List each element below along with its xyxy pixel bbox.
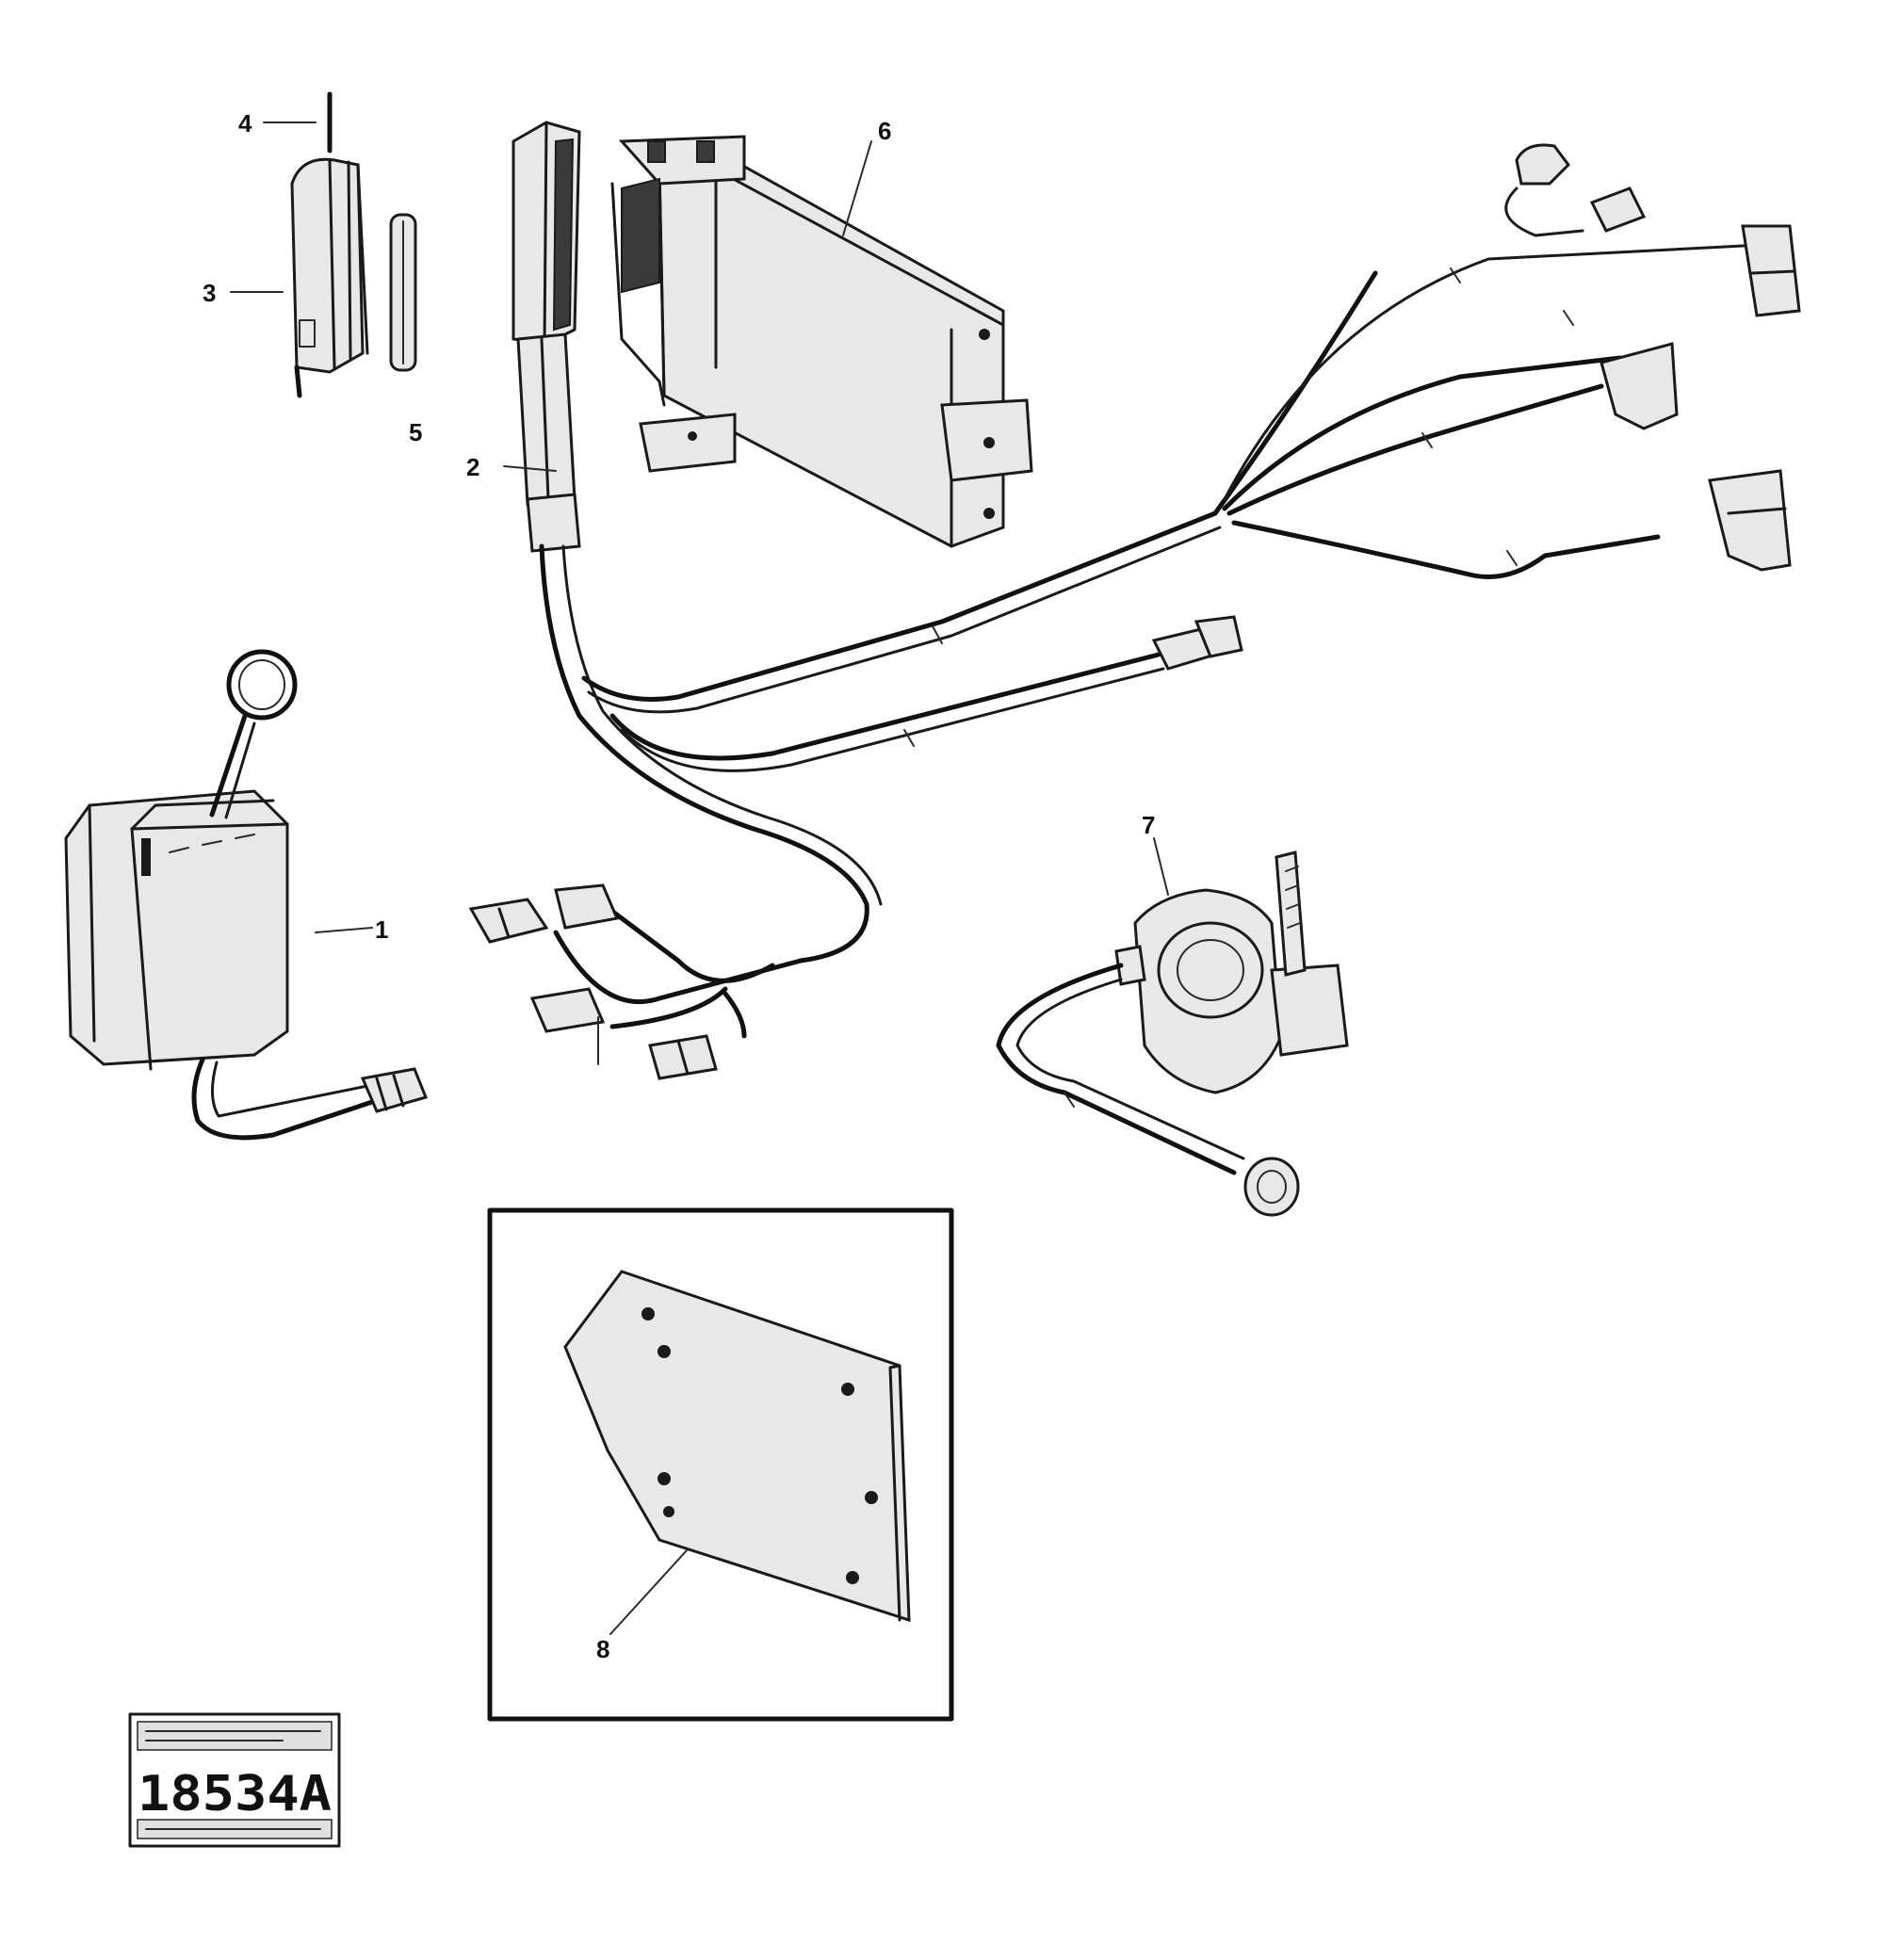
callout-7: 7 bbox=[1142, 811, 1155, 839]
callout-6: 6 bbox=[878, 117, 891, 145]
callout-4: 4 bbox=[238, 109, 252, 138]
connector-housing-part-3 bbox=[290, 91, 369, 398]
stamp-number: 18534A bbox=[138, 1766, 332, 1822]
reference-stamp: 18534A bbox=[128, 1712, 341, 1848]
inset-frame bbox=[487, 1207, 954, 1722]
control-unit-part-1 bbox=[64, 649, 429, 1141]
wiring-harness bbox=[468, 143, 1801, 1080]
callout-5: 5 bbox=[409, 418, 422, 446]
callouts: 1 2 3 4 5 6 7 8 bbox=[203, 109, 1155, 1663]
callout-1: 1 bbox=[375, 915, 388, 944]
connector-part-2 bbox=[512, 121, 581, 553]
seal-strip-part-5 bbox=[389, 213, 417, 372]
mounting-plate-part-8 bbox=[563, 1270, 911, 1623]
control-box-part-6 bbox=[610, 135, 1033, 548]
leader-lines bbox=[230, 121, 1169, 1635]
callout-3: 3 bbox=[203, 279, 216, 307]
sensor-unit-part-7 bbox=[996, 850, 1349, 1217]
callout-8: 8 bbox=[596, 1635, 609, 1663]
callout-2: 2 bbox=[466, 453, 479, 481]
